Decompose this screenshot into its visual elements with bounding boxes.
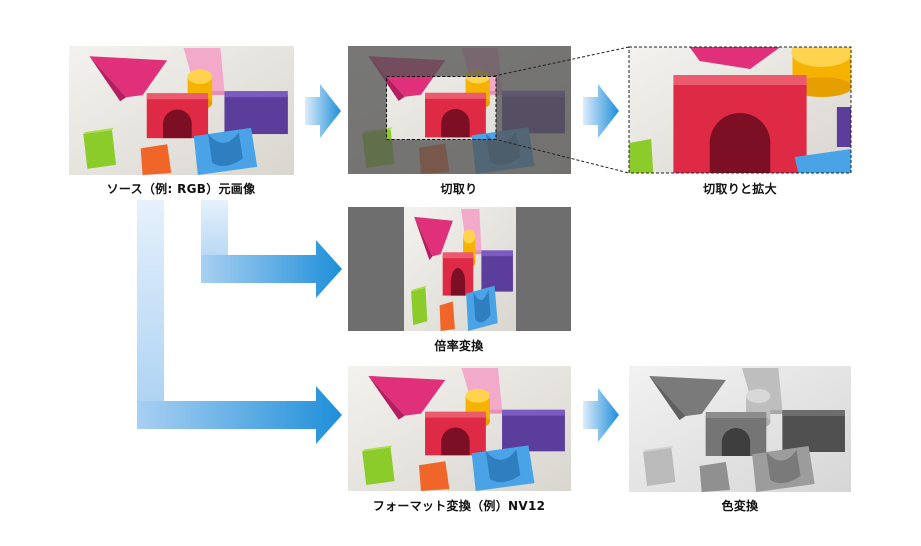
caption-scale: 倍率変換	[434, 339, 484, 353]
format-image	[348, 366, 571, 491]
dashed-crop-box-icon	[493, 46, 630, 174]
caption-crop-zoom: 切取りと拡大	[703, 182, 777, 196]
crop-zoom-image	[628, 46, 852, 174]
right-arrow-icon	[583, 84, 619, 138]
caption-crop: 切取り	[440, 182, 478, 196]
caption-format: フォーマット変換（例）NV12	[372, 499, 546, 513]
l-shaped-arrow-icon	[137, 200, 342, 444]
right-arrow-icon	[583, 388, 619, 442]
caption-color: 色変換	[721, 499, 759, 513]
right-arrow-icon	[305, 84, 341, 138]
caption-source: ソース（例: RGB）元画像	[106, 182, 256, 196]
source-image	[69, 46, 294, 175]
color-image	[629, 366, 851, 492]
crop-image	[348, 46, 571, 174]
l-shaped-arrow-icon	[201, 200, 342, 298]
scale-image	[348, 207, 571, 331]
